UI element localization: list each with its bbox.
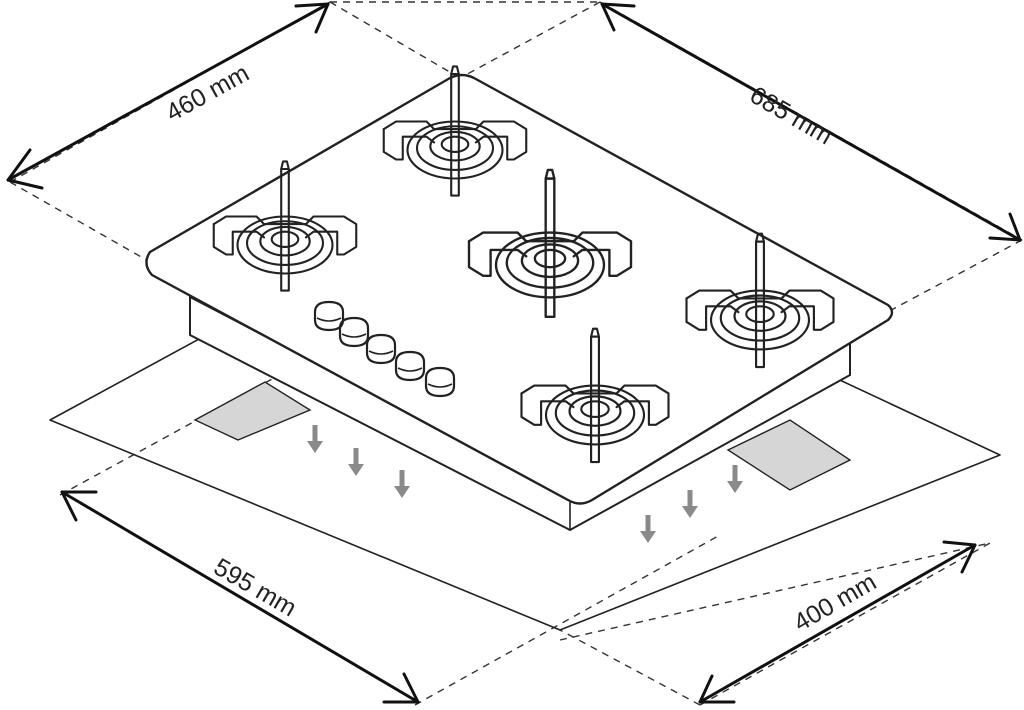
airflow-arrow: [307, 425, 323, 453]
cutout-plate: [49, 199, 1001, 631]
airflow-arrow: [640, 515, 656, 543]
knob: [338, 316, 370, 348]
airflow-arrows: [307, 425, 743, 543]
control-knobs: [313, 300, 456, 398]
dim-label-685: 685 mm: [745, 81, 837, 150]
dim-label-400: 400 mm: [789, 568, 881, 637]
airflow-arrow: [348, 448, 364, 476]
knob: [394, 350, 426, 382]
knob: [365, 333, 397, 365]
airflow-arrow: [394, 470, 410, 498]
airflow-arrow: [727, 465, 743, 493]
dimension-lines: [6, 2, 1022, 704]
airflow-arrow: [682, 490, 698, 518]
glass-top: [145, 73, 894, 505]
vent-right: [726, 419, 852, 491]
vent-left: [193, 381, 312, 441]
knob: [424, 366, 456, 398]
